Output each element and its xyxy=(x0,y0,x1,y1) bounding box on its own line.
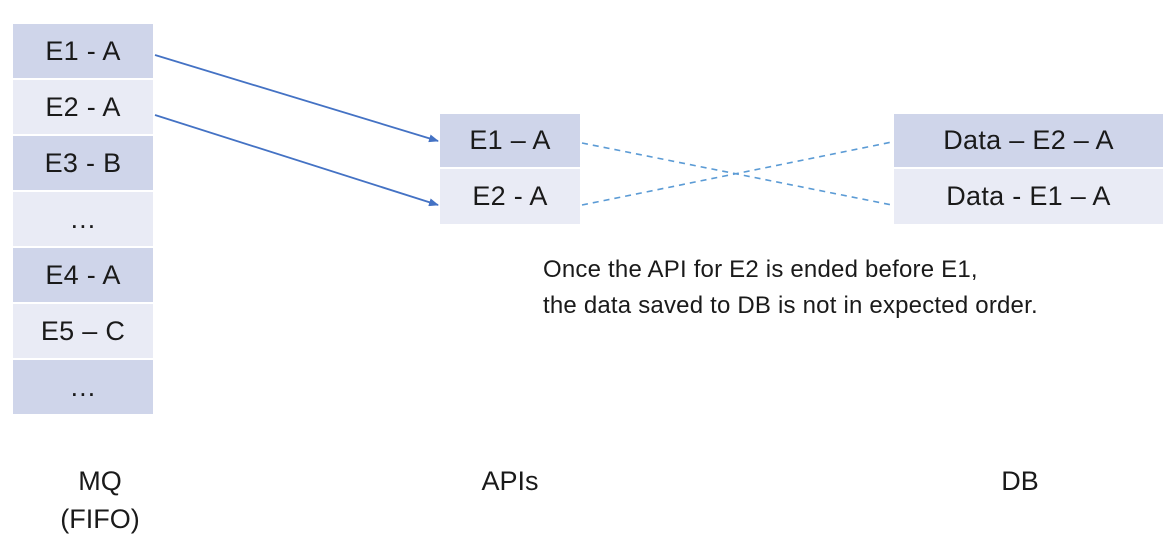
db-item: Data – E2 – A xyxy=(894,114,1163,169)
arrow-e2-to-api xyxy=(154,114,439,207)
mq-queue: E1 - A E2 - A E3 - B … E4 - A E5 – C … xyxy=(13,24,153,414)
mq-item: E3 - B xyxy=(13,136,153,192)
dashed-e2-to-db xyxy=(581,141,893,206)
db-column-label: DB xyxy=(960,462,1080,500)
mq-item: E4 - A xyxy=(13,248,153,304)
mq-label: MQ xyxy=(78,466,122,496)
db-item: Data - E1 – A xyxy=(894,169,1163,224)
note-line-2: the data saved to DB is not in expected … xyxy=(543,292,1038,319)
explanation-note: Once the API for E2 is ended before E1, … xyxy=(543,252,1038,324)
db-label: DB xyxy=(1001,466,1039,496)
note-line-1: Once the API for E2 is ended before E1, xyxy=(543,256,978,283)
api-list: E1 – A E2 - A xyxy=(440,114,580,224)
mq-item: E5 – C xyxy=(13,304,153,360)
apis-column-label: APIs xyxy=(450,462,570,500)
arrow-e1-to-api xyxy=(154,54,439,143)
dashed-e1-to-db xyxy=(581,142,893,206)
mq-column-label: MQ (FIFO) xyxy=(40,462,160,538)
apis-label: APIs xyxy=(481,466,539,496)
mq-sublabel: (FIFO) xyxy=(60,504,140,534)
api-item: E2 - A xyxy=(440,169,580,224)
api-item: E1 – A xyxy=(440,114,580,169)
mq-item: … xyxy=(13,192,153,248)
db-list: Data – E2 – A Data - E1 – A xyxy=(894,114,1163,224)
mq-item: E2 - A xyxy=(13,80,153,136)
mq-item: E1 - A xyxy=(13,24,153,80)
mq-item: … xyxy=(13,360,153,414)
